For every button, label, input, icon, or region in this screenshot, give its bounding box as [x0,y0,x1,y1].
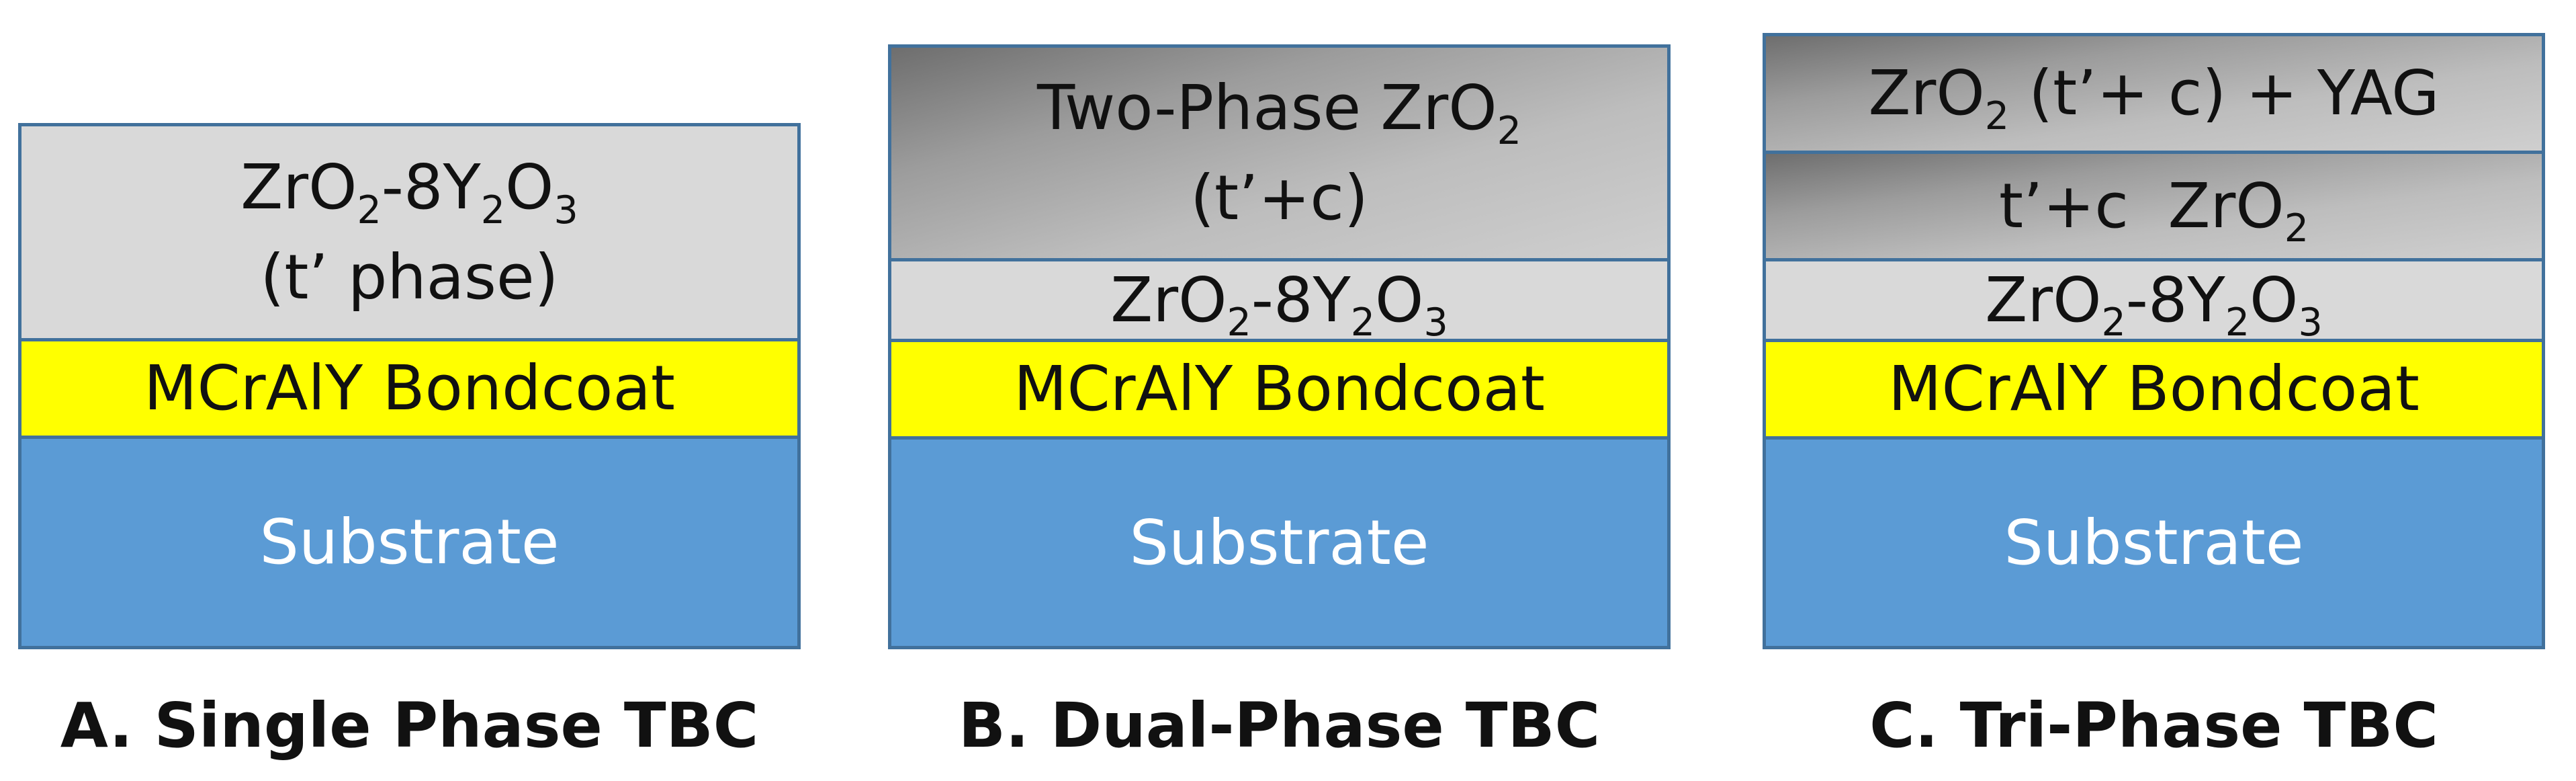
layer-zirconia-yag-label: ZrO2 (t’+ c) + YAG [1868,57,2440,138]
layer-ysz: ZrO2-8Y2O3 [1766,258,2542,342]
caption-tri-phase: C. Tri-Phase TBC [1869,690,2438,762]
layer-substrate: Substrate [891,436,1667,646]
layer-two-phase-label: t’+c ZrO2 [1998,169,2309,251]
layer-bondcoat: MCrAlY Bondcoat [891,339,1667,436]
layer-two-phase-note: (t’+c) [1190,161,1368,234]
layer-substrate-label: Substrate [2004,506,2304,579]
layer-ysz: ZrO2-8Y2O3 [891,258,1667,342]
caption-dual-phase: B. Dual-Phase TBC [958,690,1601,762]
layer-substrate: Substrate [21,436,797,646]
layer-zirconia-yag: ZrO2 (t’+ c) + YAG [1766,36,2542,151]
layer-two-phase-zirconia: Two-Phase ZrO2 (t’+c) [891,48,1667,258]
layer-ysz-top-coat: ZrO2-8Y2O3 (t’ phase) [21,126,797,338]
stack-tri-phase: ZrO2 (t’+ c) + YAG t’+c ZrO2 ZrO2-8Y2O3 … [1763,33,2545,649]
layer-bondcoat-label: MCrAlY Bondcoat [144,352,675,425]
layer-ysz-formula: ZrO2-8Y2O3 [1110,263,1448,345]
caption-single-phase: A. Single Phase TBC [60,690,759,762]
layer-two-phase-zirconia: t’+c ZrO2 [1766,151,2542,258]
layer-ysz-phase-note: (t’ phase) [260,241,559,313]
layer-two-phase-formula: Two-Phase ZrO2 [1037,72,1521,153]
layer-bondcoat-label: MCrAlY Bondcoat [1888,353,2419,425]
layer-bondcoat: MCrAlY Bondcoat [21,338,797,436]
stack-dual-phase: Two-Phase ZrO2 (t’+c) ZrO2-8Y2O3 MCrAlY … [888,44,1671,649]
layer-ysz-formula: ZrO2-8Y2O3 [240,151,578,233]
layer-bondcoat: MCrAlY Bondcoat [1766,339,2542,436]
layer-ysz-formula: ZrO2-8Y2O3 [1985,263,2323,345]
layer-substrate: Substrate [1766,436,2542,646]
layer-substrate-label: Substrate [259,506,560,579]
stack-single-phase: ZrO2-8Y2O3 (t’ phase) MCrAlY Bondcoat Su… [18,123,801,649]
layer-bondcoat-label: MCrAlY Bondcoat [1014,353,1545,425]
layer-substrate-label: Substrate [1129,506,1429,579]
